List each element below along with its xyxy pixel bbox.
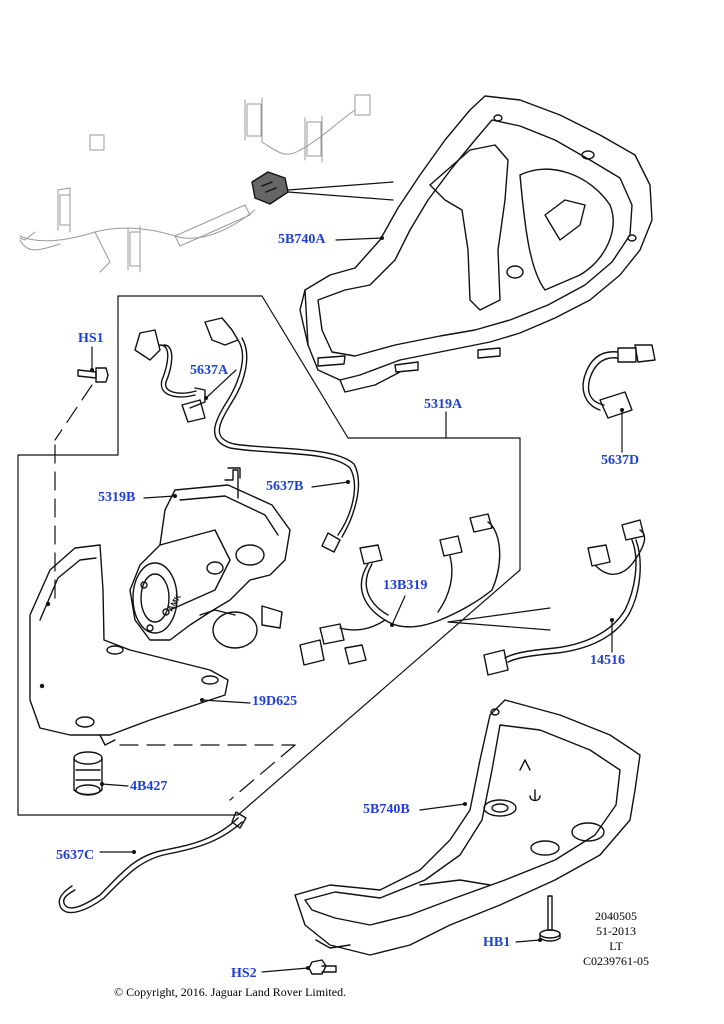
- callout-14516[interactable]: 14516: [590, 653, 625, 668]
- reference-line-2: 51-2013: [596, 924, 636, 938]
- bolt-HB1: [539, 895, 561, 942]
- pipe-5637A: [134, 329, 206, 423]
- compressor-assembly-5319B: AMK: [129, 467, 291, 649]
- callout-5319A[interactable]: 5319A: [424, 397, 463, 412]
- copyright-notice: © Copyright, 2016. Jaguar Land Rover Lim…: [114, 985, 347, 999]
- bolt-HS2: [308, 959, 337, 975]
- reference-code: 2040505 51-2013 LT C0239761-05: [583, 909, 649, 969]
- callout-HB1[interactable]: HB1: [483, 935, 511, 950]
- callout-HS2[interactable]: HS2: [231, 966, 257, 981]
- upper-cover-5B740A: [299, 95, 653, 393]
- harness-13B319: [299, 513, 501, 666]
- callout-13B319[interactable]: 13B319: [383, 578, 428, 593]
- harness-pointer-lines: [447, 607, 551, 631]
- breakout-frame: [17, 295, 521, 816]
- mounting-bracket-19D625: [29, 544, 229, 746]
- callout-19D625[interactable]: 19D625: [252, 694, 298, 709]
- isolator-4B427: [73, 751, 103, 796]
- callout-4B427[interactable]: 4B427: [130, 779, 168, 794]
- overview-pointer-lines: [287, 181, 394, 201]
- callout-5637B[interactable]: 5637B: [266, 479, 304, 494]
- callout-5319B[interactable]: 5319B: [98, 490, 136, 505]
- harness-14516: [483, 519, 646, 676]
- callout-dots: [90, 236, 624, 970]
- pipe-5637C: [58, 811, 247, 914]
- callout-5637A[interactable]: 5637A: [190, 363, 229, 378]
- callout-leaders: [91, 237, 623, 973]
- pipe-5637B: [204, 317, 360, 553]
- callout-5637C[interactable]: 5637C: [56, 848, 95, 863]
- dashed-leaders: [54, 384, 296, 801]
- callout-5B740A[interactable]: 5B740A: [278, 232, 326, 247]
- overview-valve-block: [251, 171, 289, 205]
- bolt-HS1: [77, 367, 109, 383]
- lower-cover-5B740B: [294, 699, 641, 956]
- pipe-5637D: [582, 344, 656, 419]
- reference-line-1: 2040505: [595, 909, 637, 923]
- reference-line-4: C0239761-05: [583, 954, 649, 968]
- callout-5B740B[interactable]: 5B740B: [363, 802, 410, 817]
- callout-HS1[interactable]: HS1: [78, 331, 104, 346]
- callout-5637D[interactable]: 5637D: [601, 453, 640, 468]
- vehicle-overview-sketch: [19, 94, 371, 273]
- reference-line-3: LT: [609, 939, 623, 953]
